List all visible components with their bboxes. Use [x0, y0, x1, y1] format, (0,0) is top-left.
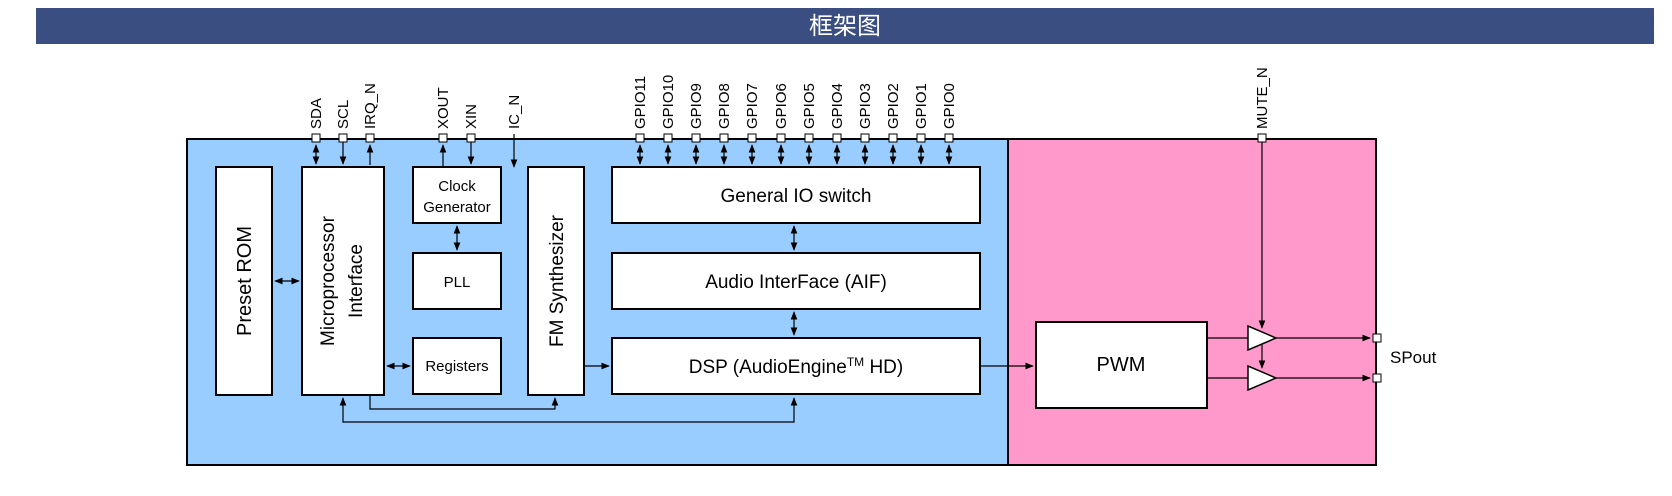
- fm-synthesizer-block: FM Synthesizer: [527, 166, 585, 396]
- pin-gpio8: GPIO8: [716, 83, 733, 165]
- pin-gpio5: GPIO5: [801, 83, 818, 165]
- svg-text:XOUT: XOUT: [435, 87, 452, 129]
- interface-label: Interface: [346, 244, 367, 318]
- pin-gpio1: GPIO1: [913, 83, 930, 165]
- pin-gpio0: GPIO0: [941, 83, 958, 165]
- svg-text:GPIO1: GPIO1: [913, 83, 930, 129]
- pin-mute-n: MUTE_N: [1254, 67, 1271, 143]
- registers-label: Registers: [425, 358, 488, 375]
- svg-text:GPIO9: GPIO9: [688, 83, 705, 129]
- microprocessor-label: Microprocessor: [318, 215, 339, 346]
- aif-block: Audio InterFace (AIF): [611, 252, 981, 310]
- svg-text:SCL: SCL: [335, 100, 352, 129]
- preset-rom-label: Preset ROM: [234, 226, 256, 336]
- connections: [274, 138, 1371, 423]
- pin-gpio7: GPIO7: [744, 83, 761, 165]
- amplifier-triangle-2: [1247, 364, 1278, 392]
- amplifier-region: [1007, 138, 1377, 466]
- svg-text:GPIO10: GPIO10: [660, 75, 677, 129]
- pin-gpio6: GPIO6: [773, 83, 790, 165]
- pin-gpio4: GPIO4: [829, 83, 846, 165]
- pin-sda: SDA: [308, 98, 325, 165]
- pin-gpio3: GPIO3: [857, 83, 874, 165]
- clock-generator-block: Clock Generator: [412, 166, 502, 224]
- dsp-trademark: TM: [847, 355, 864, 369]
- svg-text:XIN: XIN: [463, 104, 480, 129]
- pin-gpio9: GPIO9: [688, 83, 705, 165]
- pll-label: PLL: [444, 274, 471, 291]
- pin-xout: XOUT: [435, 87, 452, 167]
- pin-gpio11: GPIO11: [632, 76, 649, 165]
- dsp-block: DSP (AudioEngineTM HD): [611, 337, 981, 395]
- microprocessor-interface-block: Microprocessor Interface: [301, 166, 385, 396]
- pin-gpio10: GPIO10: [660, 75, 677, 165]
- general-io-switch-block: General IO switch: [611, 166, 981, 224]
- preset-rom-block: Preset ROM: [215, 166, 273, 396]
- pin-xin: XIN: [463, 104, 480, 165]
- svg-text:SDA: SDA: [308, 98, 325, 129]
- gpio-pins: GPIO11 GPIO10 GPIO9 GPIO8 GPIO7 GPIO6 GP…: [632, 75, 958, 165]
- svg-text:GPIO5: GPIO5: [801, 83, 818, 129]
- registers-block: Registers: [412, 337, 502, 395]
- diagram-title: 框架图: [36, 8, 1654, 44]
- svg-text:GPIO3: GPIO3: [857, 83, 874, 129]
- general-io-switch-label: General IO switch: [721, 186, 872, 207]
- svg-text:GPIO4: GPIO4: [829, 83, 846, 129]
- spout-label: SPout: [1390, 348, 1437, 367]
- fm-synthesizer-label: FM Synthesizer: [547, 214, 568, 347]
- svg-text:GPIO6: GPIO6: [773, 83, 790, 129]
- dsp-label: DSP (AudioEngineTM HD): [689, 355, 903, 378]
- pin-ic-n: IC_N: [506, 95, 523, 168]
- svg-text:MUTE_N: MUTE_N: [1254, 67, 1271, 129]
- pwm-label: PWM: [1097, 354, 1146, 376]
- svg-text:GPIO0: GPIO0: [941, 83, 958, 129]
- pin-gpio2: GPIO2: [885, 83, 902, 165]
- spout-pad-1: [1372, 333, 1382, 343]
- aif-label: Audio InterFace (AIF): [705, 272, 887, 293]
- pin-irq-n: IRQ_N: [362, 83, 379, 165]
- spout-pad-2: [1372, 373, 1382, 383]
- pin-scl: SCL: [335, 100, 352, 165]
- amplifier-triangle-1: [1247, 324, 1278, 352]
- svg-text:IRQ_N: IRQ_N: [362, 83, 379, 129]
- svg-text:GPIO11: GPIO11: [632, 76, 649, 129]
- svg-text:GPIO2: GPIO2: [885, 83, 902, 129]
- pll-block: PLL: [412, 252, 502, 310]
- generator-label: Generator: [423, 199, 491, 216]
- pwm-block: PWM: [1035, 321, 1208, 409]
- svg-text:GPIO8: GPIO8: [716, 83, 733, 129]
- svg-text:IC_N: IC_N: [506, 95, 523, 129]
- clock-label: Clock: [438, 178, 476, 195]
- svg-text:GPIO7: GPIO7: [744, 83, 761, 129]
